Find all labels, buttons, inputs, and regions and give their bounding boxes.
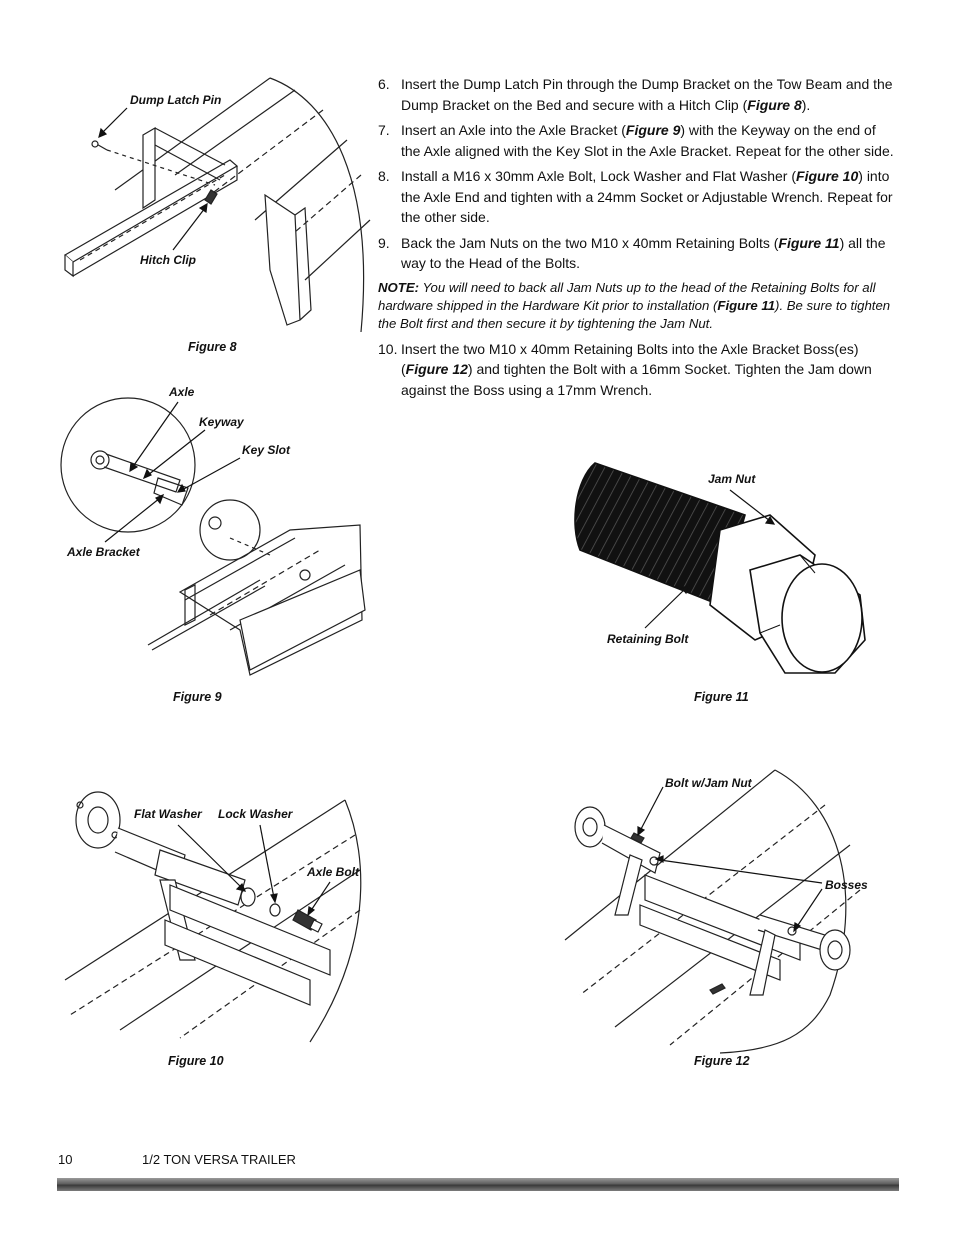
figure-12: Bolt w/Jam Nut Bosses Figure 12	[560, 765, 870, 1068]
figure-12-leaders	[637, 786, 823, 933]
figure-12-caption: Figure 12	[694, 1054, 750, 1068]
figure-reference: Figure 10	[796, 168, 859, 184]
step-number: 8.	[378, 168, 390, 184]
label-key-slot: Key Slot	[242, 443, 291, 457]
step-9: 9. Back the Jam Nuts on the two M10 x 40…	[378, 233, 898, 274]
instruction-steps: 6. Insert the Dump Latch Pin through the…	[378, 74, 898, 405]
note: NOTE: You will need to back all Jam Nuts…	[378, 279, 891, 331]
step-number: 9.	[378, 234, 390, 251]
figure-11-drawing	[574, 462, 866, 674]
figure-12-drawing	[564, 769, 861, 1054]
label-bolt-w-jam-nut: Bolt w/Jam Nut	[665, 776, 752, 790]
figure-10: Flat Washer Lock Washer Axle Bolt Figure…	[60, 780, 370, 1068]
step-text: Insert an Axle into the Axle Bracket (Fi…	[401, 122, 894, 159]
figure-10-caption: Figure 10	[168, 1054, 224, 1068]
figure-11-leaders	[644, 489, 776, 629]
step-8: 8. Install a M16 x 30mm Axle Bolt, Lock …	[378, 166, 898, 228]
step-7: 7. Insert an Axle into the Axle Bracket …	[378, 120, 898, 161]
label-lock-washer: Lock Washer	[218, 807, 293, 821]
figure-11-caption: Figure 11	[694, 690, 749, 704]
figure-8-caption: Figure 8	[188, 340, 237, 354]
footer-title: 1/2 TON VERSA TRAILER	[142, 1152, 296, 1167]
figure-reference: Figure 9	[625, 122, 681, 138]
label-axle-bolt: Axle Bolt	[307, 865, 360, 879]
label-axle-bracket: Axle Bracket	[67, 545, 140, 559]
figure-8: Dump Latch Pin Hitch Clip Figure 8	[55, 70, 375, 354]
step-text: Back the Jam Nuts on the two M10 x 40mm …	[401, 234, 886, 272]
page-number: 10	[58, 1152, 73, 1167]
figure-10-leaders	[177, 824, 331, 917]
figure-11: Jam Nut Retaining Bolt Figure 11	[560, 455, 880, 710]
label-jam-nut: Jam Nut	[708, 472, 756, 486]
step-number: 6.	[378, 76, 390, 92]
label-flat-washer: Flat Washer	[134, 807, 202, 821]
step-text: Install a M16 x 30mm Axle Bolt, Lock Was…	[401, 168, 893, 225]
label-axle: Axle	[169, 385, 195, 399]
figure-9-leaders	[104, 401, 241, 543]
step-10: 10. Insert the two M10 x 40mm Retaining …	[378, 339, 898, 401]
figure-reference: Figure 8	[747, 96, 802, 113]
note-label: NOTE:	[378, 279, 420, 295]
figure-9-drawing	[60, 397, 366, 676]
figure-9-caption: Figure 9	[173, 690, 222, 704]
label-dump-latch-pin: Dump Latch Pin	[130, 93, 222, 107]
step-number: 10.	[378, 340, 398, 357]
step-number: 7.	[378, 122, 390, 138]
figure-10-drawing	[64, 791, 362, 1043]
figure-8-drawing	[63, 77, 371, 333]
footer-bar	[57, 1178, 899, 1191]
label-keyway: Keyway	[199, 415, 244, 429]
figure-reference: Figure 12	[405, 361, 468, 377]
figure-8-leaders	[98, 107, 208, 251]
label-bosses: Bosses	[825, 878, 868, 892]
figure-reference: Figure 11	[717, 297, 776, 313]
label-retaining-bolt: Retaining Bolt	[607, 632, 689, 646]
step-text: Insert the Dump Latch Pin through the Du…	[401, 76, 893, 113]
step-6: 6. Insert the Dump Latch Pin through the…	[378, 74, 898, 115]
step-text: Insert the two M10 x 40mm Retaining Bolt…	[401, 340, 872, 398]
label-hitch-clip: Hitch Clip	[140, 253, 196, 267]
figure-reference: Figure 11	[778, 234, 840, 251]
figure-9: Axle Keyway Key Slot Axle Bracket Figure…	[60, 380, 380, 704]
